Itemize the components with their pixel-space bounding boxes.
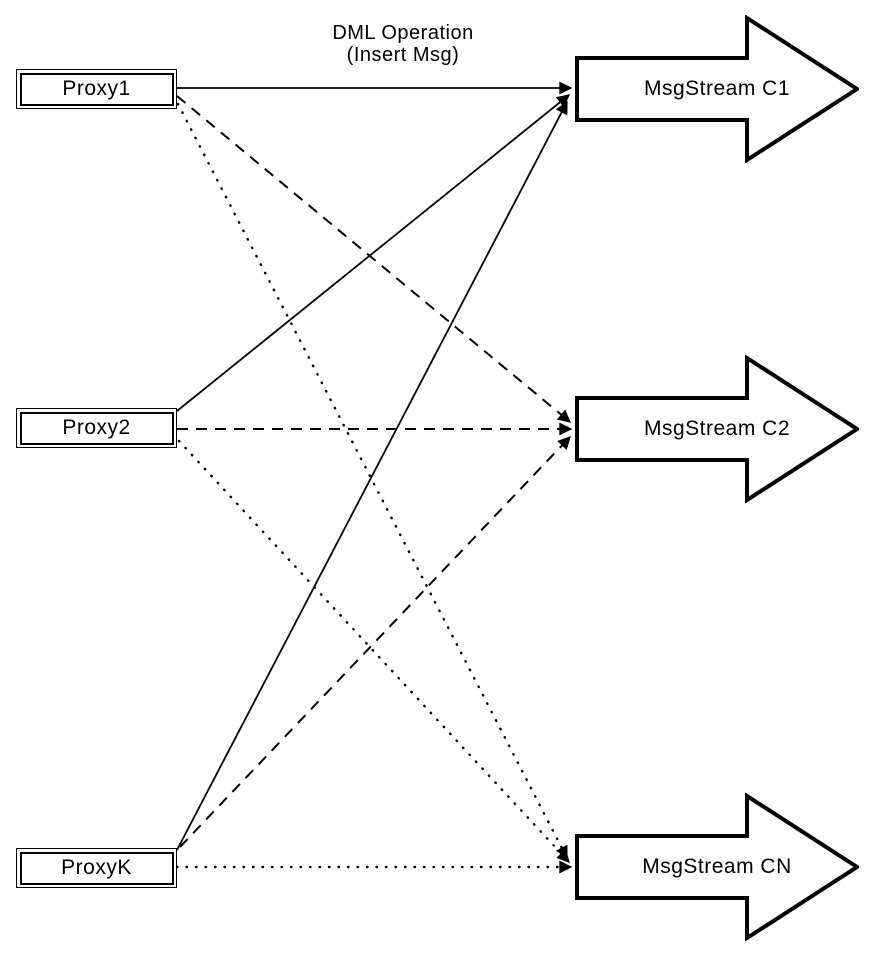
- edge-proxy2-to-c1: [176, 94, 571, 412]
- node-proxy1-border: Proxy1: [19, 72, 174, 106]
- node-proxyk-label: ProxyK: [61, 856, 132, 879]
- edge-proxy1-to-cn: [176, 102, 569, 860]
- node-proxy1-label: Proxy1: [62, 77, 131, 100]
- node-proxy2-label: Proxy2: [62, 416, 131, 439]
- node-proxy1: Proxy1: [16, 69, 177, 109]
- edge-annotation-dml-operation: DML Operation (Insert Msg): [293, 22, 513, 66]
- block-arrow-shape: [575, 355, 859, 503]
- edge-proxy2-to-cn: [177, 439, 571, 864]
- edge-annotation-line2: (Insert Msg): [346, 44, 460, 66]
- block-arrow-shape: [575, 793, 859, 941]
- node-proxyk: ProxyK: [16, 848, 177, 888]
- edge-proxyk-to-c2: [179, 436, 571, 848]
- edge-proxyk-to-c1: [176, 100, 568, 851]
- block-arrow-shape: [575, 15, 859, 163]
- edge-proxy1-to-c2: [176, 95, 572, 423]
- node-proxy2-border: Proxy2: [19, 411, 174, 445]
- node-msgstream-c2: MsgStream C2: [575, 355, 859, 503]
- node-proxyk-border: ProxyK: [19, 851, 174, 885]
- node-proxy2: Proxy2: [16, 408, 177, 448]
- edge-annotation-line1: DML Operation: [332, 22, 474, 44]
- node-msgstream-cn: MsgStream CN: [575, 793, 859, 941]
- node-msgstream-c1: MsgStream C1: [575, 15, 859, 163]
